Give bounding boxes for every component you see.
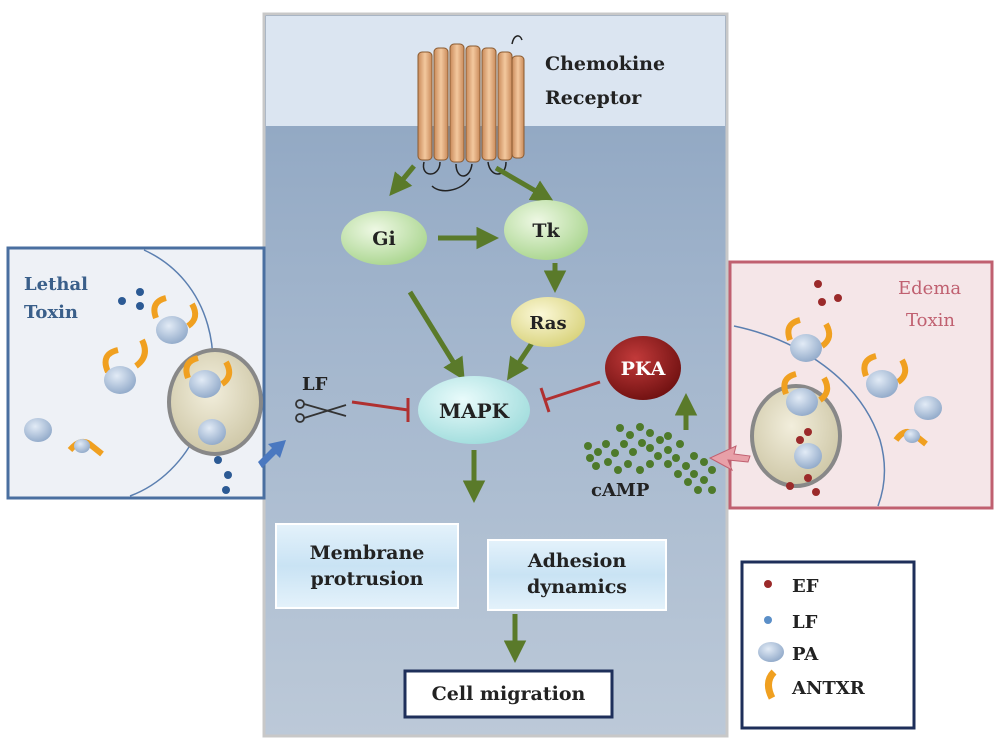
mapk-node	[418, 376, 530, 444]
cell-migration-box	[403, 669, 614, 719]
receptor-icon	[417, 35, 525, 192]
pa-antxr-lethal	[24, 295, 233, 457]
edema-label-2: Toxin	[906, 310, 955, 331]
lethal-entry-arrow	[258, 440, 286, 468]
tk-label: Tk	[532, 220, 560, 242]
mapk-label: MAPK	[439, 399, 510, 423]
cell-migration-label: Cell migration	[431, 683, 586, 705]
pa-oval-icon	[758, 642, 784, 662]
inhibition-lines	[351, 380, 601, 422]
pka-label: PKA	[621, 358, 666, 380]
lethal-label-1: Lethal	[24, 274, 88, 295]
ef-dot-icon	[764, 580, 772, 588]
legend-lf: LF	[792, 612, 818, 633]
antxr-icon	[765, 669, 777, 700]
legend-antxr: ANTXR	[791, 678, 866, 699]
camp-cluster	[584, 423, 716, 494]
ras-node	[511, 297, 585, 347]
scissors-icon	[295, 399, 347, 423]
ef-dots-edema	[786, 280, 842, 496]
edema-membrane	[733, 325, 886, 507]
adhesion-dynamics-box	[487, 539, 667, 611]
edema-entry-arrow	[708, 445, 751, 472]
camp-label: cAMP	[591, 480, 650, 501]
membrane-protrusion-box	[275, 523, 459, 609]
pa-antxr-edema	[781, 317, 942, 469]
receptor-label-1: Chemokine	[545, 53, 665, 75]
lf-dots-lethal	[118, 288, 232, 494]
ras-label: Ras	[529, 313, 566, 334]
pka-node	[605, 336, 681, 400]
activation-arrows	[389, 164, 698, 663]
receptor-label-2: Receptor	[545, 87, 642, 109]
lethal-label-2: Toxin	[24, 302, 78, 323]
adhesion-dynamics-label: Adhesion dynamics	[526, 550, 628, 598]
legend-pa: PA	[792, 644, 819, 665]
tk-node	[504, 200, 588, 260]
edema-label-1: Edema	[898, 278, 961, 299]
gi-label: Gi	[372, 228, 395, 250]
gi-node	[341, 211, 427, 265]
lf-scissors-label: LF	[302, 374, 328, 395]
legend-ef: EF	[792, 576, 819, 597]
lf-dot-icon	[764, 616, 772, 624]
membrane-protrusion-label: Membrane protrusion	[309, 542, 425, 590]
